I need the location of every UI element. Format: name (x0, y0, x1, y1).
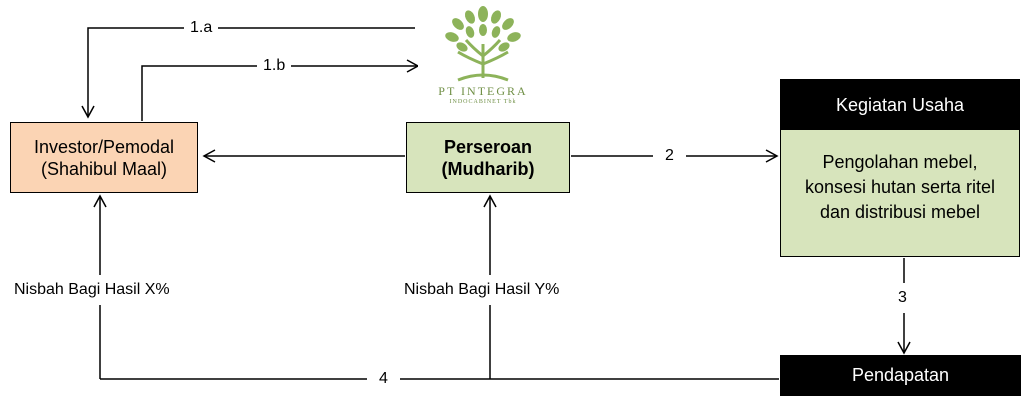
investor-title: Investor/Pemodal (33, 136, 175, 157)
perseroan-subtitle: (Mudharib) (441, 158, 535, 179)
nisbah-y-label: Nisbah Bagi Hasil Y% (404, 275, 560, 305)
company-logo: PT INTEGRA INDOCABINET Tbk (418, 4, 548, 108)
step-label-1a: 1.a (184, 19, 219, 37)
kegiatan-usaha-box: Kegiatan Usaha Pengolahan mebel, konsesi… (780, 79, 1020, 257)
nisbah-x-label: Nisbah Bagi Hasil X% (14, 275, 170, 305)
perseroan-title: Perseroan (443, 136, 533, 157)
kegiatan-line-3: dan distribusi mebel (819, 202, 981, 222)
logo-company-subname: INDOCABINET Tbk (449, 99, 517, 105)
investor-box: Investor/Pemodal (Shahibul Maal) (10, 122, 198, 193)
arrow-1a (81, 27, 415, 119)
logo-company-name: PT INTEGRA (438, 84, 528, 98)
step-label-4: 4 (367, 370, 400, 388)
perseroan-box: Perseroan (Mudharib) (406, 122, 570, 193)
kegiatan-line-2: konsesi hutan serta ritel (804, 177, 996, 197)
step-label-1b: 1.b (257, 57, 292, 75)
kegiatan-usaha-header: Kegiatan Usaha (781, 80, 1019, 130)
step-label-2: 2 (653, 147, 686, 165)
step-label-3: 3 (894, 283, 911, 313)
pendapatan-box: Pendapatan (780, 355, 1021, 396)
tree-icon (445, 6, 521, 82)
arrow-1b (141, 59, 420, 121)
investor-subtitle: (Shahibul Maal) (40, 158, 168, 179)
kegiatan-usaha-body: Pengolahan mebel, konsesi hutan serta ri… (781, 130, 1019, 225)
kegiatan-line-1: Pengolahan mebel, (822, 152, 978, 172)
